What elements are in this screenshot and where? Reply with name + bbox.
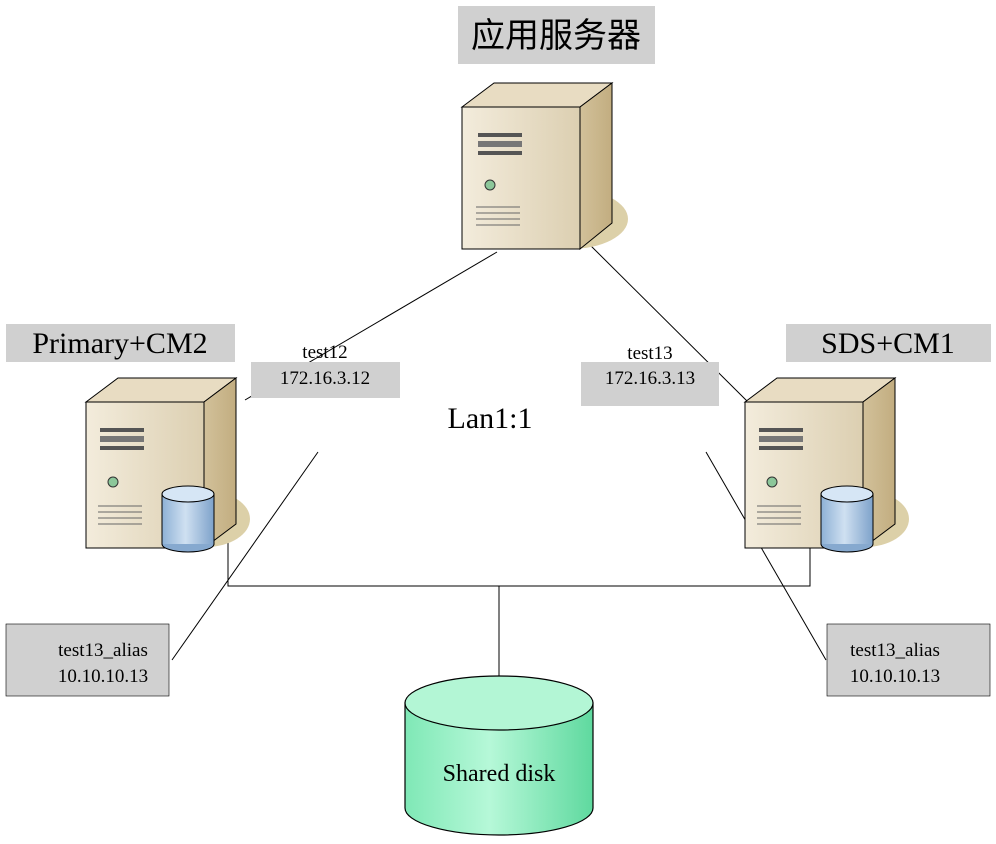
primary-ip: 172.16.3.12	[280, 368, 370, 389]
primary-label: Primary+CM2	[32, 327, 207, 360]
sds-server-icon	[743, 377, 909, 553]
link-sds-to-alias	[705, 451, 827, 661]
link-primary-to-alias	[171, 451, 319, 661]
alias-left-box	[5, 623, 170, 697]
app-server-label-box	[458, 6, 655, 64]
sds-address-box	[581, 362, 719, 406]
alias-left-ip: 10.10.10.13	[58, 666, 148, 687]
primary-address-box	[251, 362, 400, 398]
sds-label: SDS+CM1	[821, 327, 955, 360]
app-server-icon	[460, 82, 628, 251]
primary-host: test12	[302, 342, 347, 363]
alias-right-ip: 10.10.10.13	[850, 666, 940, 687]
shared-disk-label: Shared disk	[443, 761, 556, 787]
app-server-label: 应用服务器	[471, 17, 641, 55]
shared-disk-icon	[404, 675, 594, 836]
database-icon	[820, 485, 874, 553]
link-app-to-sds	[582, 237, 749, 403]
sds-label-box	[786, 324, 991, 362]
database-icon	[161, 485, 215, 553]
sds-host: test13	[627, 343, 672, 364]
alias-right-host: test13_alias	[850, 640, 940, 661]
primary-label-box	[6, 324, 235, 362]
primary-server-icon	[84, 377, 250, 553]
network-label: Lan1:1	[448, 402, 533, 435]
connection-lines	[171, 237, 827, 703]
alias-left-host: test13_alias	[58, 640, 148, 661]
sds-ip: 172.16.3.13	[605, 368, 695, 389]
shared-bus	[227, 510, 811, 587]
alias-right-box	[826, 623, 991, 697]
